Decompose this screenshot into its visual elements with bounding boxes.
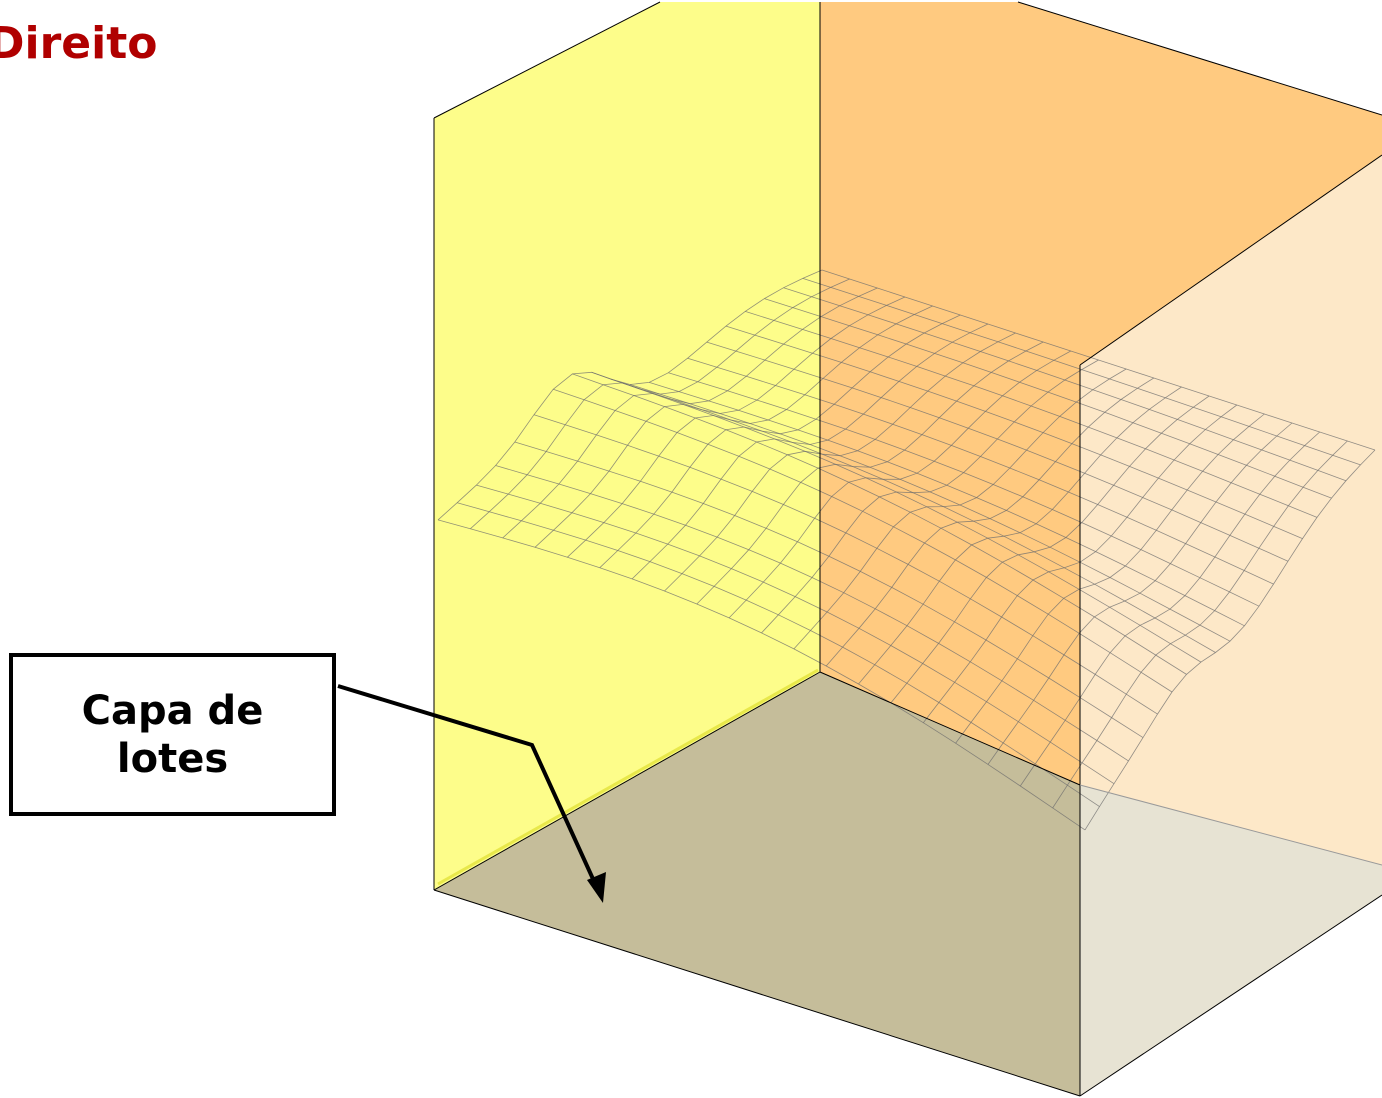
floor-right bbox=[1080, 785, 1382, 1096]
mesh-line bbox=[514, 441, 1144, 738]
mesh-line bbox=[533, 414, 1158, 715]
mesh-line bbox=[457, 502, 1100, 807]
callout-box: Capa de lotes bbox=[9, 653, 336, 816]
page-title: Direito bbox=[0, 18, 158, 69]
mesh-line bbox=[591, 371, 1202, 663]
mesh-line bbox=[687, 357, 1274, 585]
back-wall bbox=[820, 2, 1382, 785]
mesh-line bbox=[476, 484, 1115, 785]
mesh-line bbox=[802, 278, 1361, 466]
mesh-line bbox=[495, 465, 1129, 762]
mesh-line bbox=[649, 382, 1245, 627]
mesh-line bbox=[668, 372, 1260, 607]
right-wall bbox=[1080, 155, 1382, 865]
floor bbox=[434, 672, 1080, 1096]
block-edges bbox=[433, 1, 1382, 1097]
mesh-line bbox=[745, 311, 1318, 518]
mesh-line bbox=[553, 388, 1173, 693]
mesh-line bbox=[610, 378, 1216, 653]
mesh-line bbox=[706, 341, 1289, 562]
arrow-pointer-icon bbox=[337, 684, 606, 903]
mesh-line bbox=[437, 519, 1086, 831]
callout-label: Capa de lotes bbox=[81, 687, 264, 782]
mesh-line bbox=[821, 269, 1376, 451]
mesh-line bbox=[572, 373, 1187, 675]
terrain-mesh bbox=[437, 269, 1376, 831]
floor-seam bbox=[437, 668, 819, 886]
mesh-line bbox=[764, 298, 1332, 499]
mesh-line bbox=[725, 325, 1303, 539]
mesh-line bbox=[783, 287, 1347, 482]
mesh-line bbox=[629, 384, 1231, 642]
